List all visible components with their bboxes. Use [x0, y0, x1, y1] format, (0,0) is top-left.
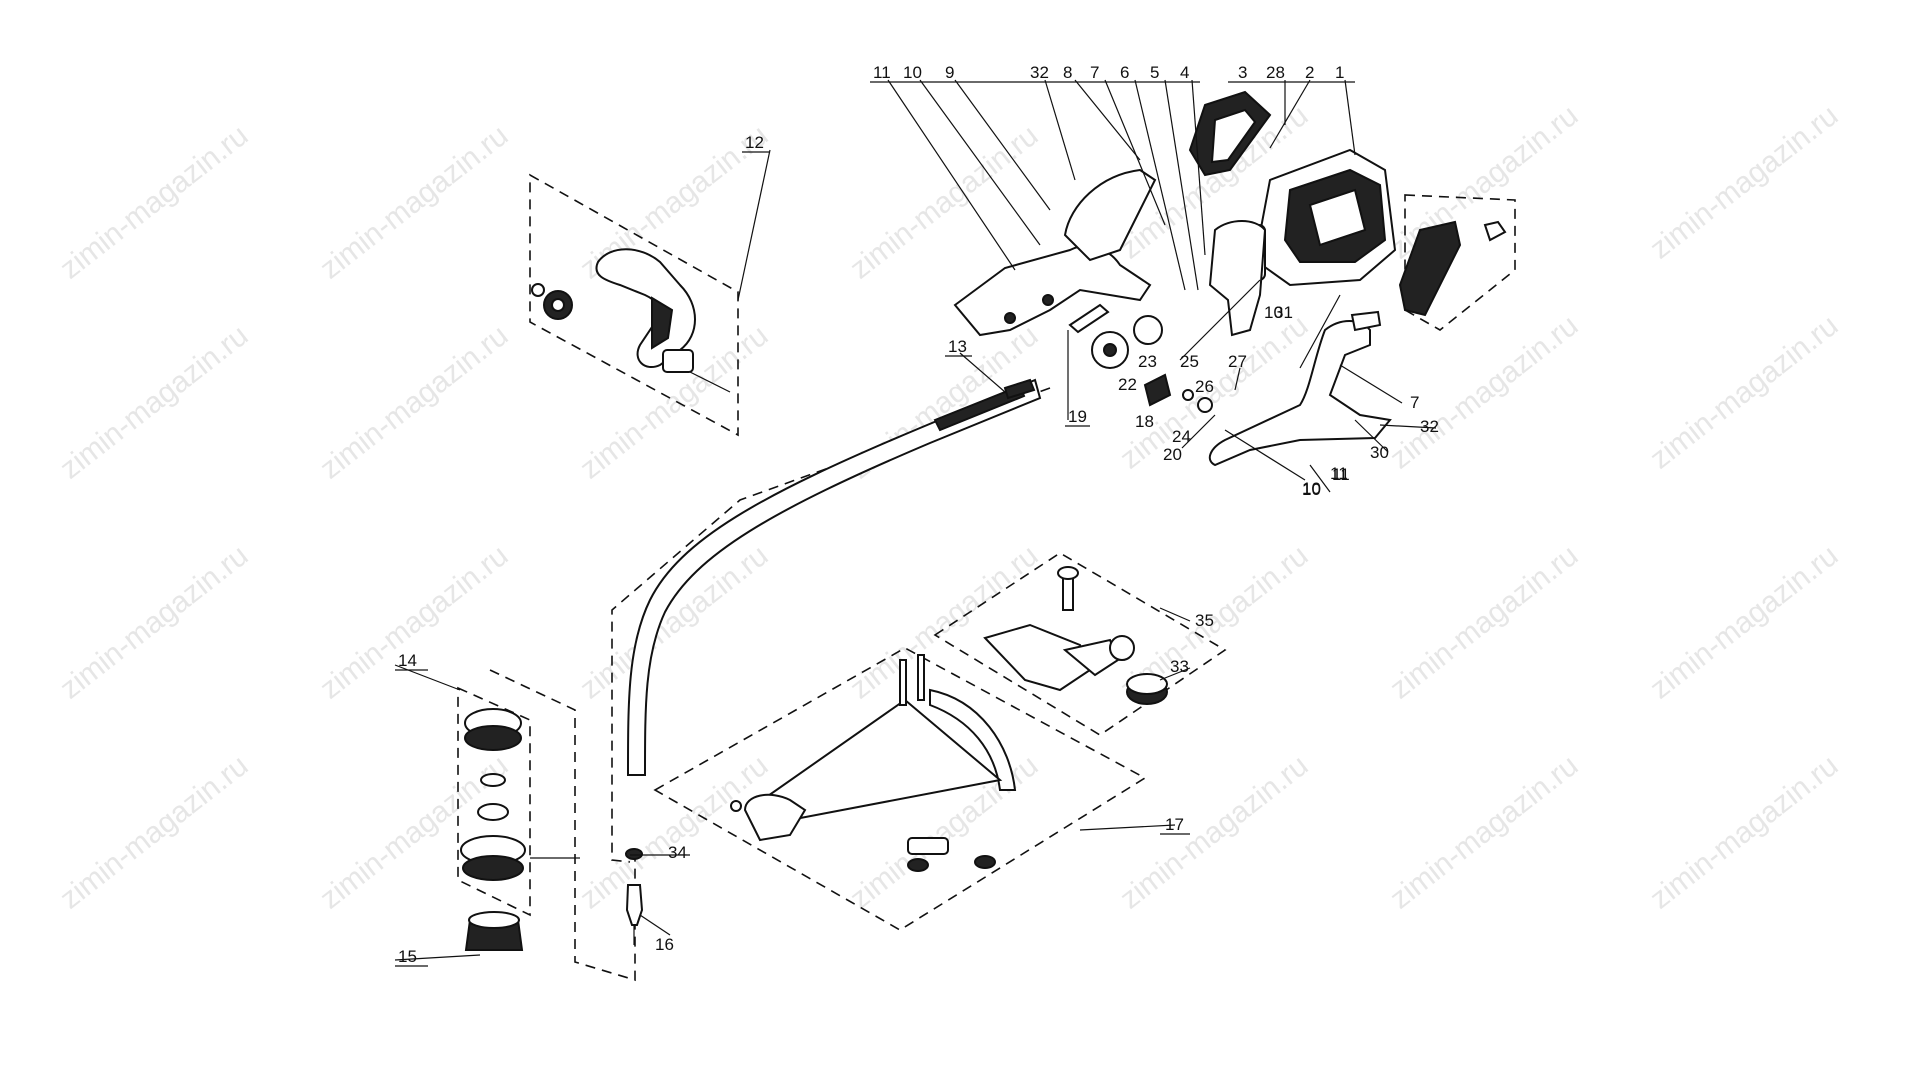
starter-cover-part: [1208, 220, 1267, 337]
callout-label: 32: [1420, 417, 1439, 436]
callout-label: 11: [1332, 465, 1350, 484]
callout-label: 10: [1302, 480, 1321, 499]
callout-label: 33: [1170, 657, 1189, 676]
callout-label: 10: [1264, 303, 1283, 322]
air-filter-cover-part: [1188, 90, 1272, 177]
callout-label: 7: [1410, 393, 1419, 412]
gearhead-part: [983, 566, 1168, 705]
blade-guard-part: [730, 654, 1017, 872]
leader-lines: [394, 79, 1437, 961]
callout-label: 34: [668, 843, 687, 862]
callout-label: 4: [1180, 63, 1189, 82]
callout-label: 14: [398, 651, 417, 670]
trimmer-head-boundary: [457, 686, 531, 917]
watermark-text: zimin-magazin.ru: [1384, 99, 1584, 266]
callout-underlines: [395, 81, 1355, 967]
flex-shaft-part: [625, 848, 644, 945]
callout-label: 17: [1165, 815, 1184, 834]
callout-label: 6: [1120, 63, 1129, 82]
callout-label: 7: [1090, 63, 1099, 82]
trimmer-shaft-boundary: [489, 669, 636, 982]
shaft-boundary: [611, 387, 1051, 863]
watermark-text: zimin-magazin.ru: [1644, 539, 1844, 706]
watermark-text: zimin-magazin.ru: [54, 319, 254, 486]
callout-label: 10: [1302, 479, 1321, 498]
callout-label: 18: [1135, 412, 1154, 431]
engine-group-boundary: [1404, 194, 1516, 331]
callout-label: 19: [1068, 407, 1087, 426]
callout-label: 27: [1228, 352, 1247, 371]
watermark-text: zimin-magazin.ru: [314, 539, 514, 706]
callout-labels: 1 2 3 28 4 5 6 7 8 32 9 10 11 12 13 19 2…: [398, 63, 1439, 966]
watermark-text: zimin-magazin.ru: [1114, 749, 1314, 916]
callout-label: 16: [655, 935, 674, 954]
shaft-clamp-housing-part: [953, 168, 1157, 337]
front-handle-part: [531, 248, 731, 393]
callout-label: 20: [1163, 445, 1182, 464]
fuel-tank-part: [1208, 310, 1392, 467]
callout-label: 31: [1274, 303, 1293, 322]
watermark-text: zimin-magazin.ru: [574, 749, 774, 916]
callout-label: 26: [1195, 377, 1214, 396]
watermark-text: zimin-magazin.ru: [1384, 539, 1584, 706]
callout-label: 11: [1330, 464, 1348, 483]
handle-assembly-boundary: [529, 173, 739, 437]
callout-label: 1: [1335, 63, 1344, 82]
watermark-text: zimin-magazin.ru: [314, 119, 514, 286]
watermark-text: zimin-magazin.ru: [54, 539, 254, 706]
watermark-text: zimin-magazin.ru: [1384, 749, 1584, 916]
callout-label: 10: [903, 63, 922, 82]
callout-label: 15: [398, 947, 417, 966]
assembly-boundaries: [457, 173, 1516, 982]
callout-label: 3: [1238, 63, 1247, 82]
watermark-text: zimin-magazin.ru: [844, 119, 1044, 286]
callout-label: 35: [1195, 611, 1214, 630]
callout-label: 30: [1370, 443, 1389, 462]
watermark-text: zimin-magazin.ru: [1644, 309, 1844, 476]
trimmer-head-part: [460, 708, 526, 951]
watermark-text: zimin-magazin.ru: [314, 319, 514, 486]
callout-label: 23: [1138, 352, 1157, 371]
watermark-text: zimin-magazin.ru: [54, 749, 254, 916]
callout-label: 11: [873, 63, 891, 82]
callout-label: 22: [1118, 375, 1137, 394]
watermark-text: zimin-magazin.ru: [844, 539, 1044, 706]
callout-label: 13: [948, 337, 967, 356]
callout-label: 24: [1172, 427, 1191, 446]
callout-label: 2: [1305, 63, 1314, 82]
callout-label: 12: [745, 133, 764, 152]
watermark-layer: zimin-magazin.ru zimin-magazin.ru zimin-…: [54, 99, 1844, 916]
drive-shaft-part: [626, 378, 1042, 776]
gearhead-assembly-boundary: [933, 552, 1227, 736]
watermark-text: zimin-magazin.ru: [1644, 749, 1844, 916]
watermark-text: zimin-magazin.ru: [54, 119, 254, 286]
watermark-text: zimin-magazin.ru: [1644, 99, 1844, 266]
watermark-text: zimin-magazin.ru: [314, 749, 514, 916]
callout-label: 5: [1150, 63, 1159, 82]
callout-label: 9: [945, 63, 954, 82]
callout-label: 28: [1266, 63, 1285, 82]
callout-label: 8: [1063, 63, 1072, 82]
guard-assembly-boundary: [653, 647, 1147, 931]
muffler-cover-part: [1398, 220, 1507, 317]
clutch-small-parts: [1068, 303, 1213, 413]
callout-label: 32: [1030, 63, 1049, 82]
watermark-text: zimin-magazin.ru: [574, 539, 774, 706]
callout-label: 25: [1180, 352, 1199, 371]
